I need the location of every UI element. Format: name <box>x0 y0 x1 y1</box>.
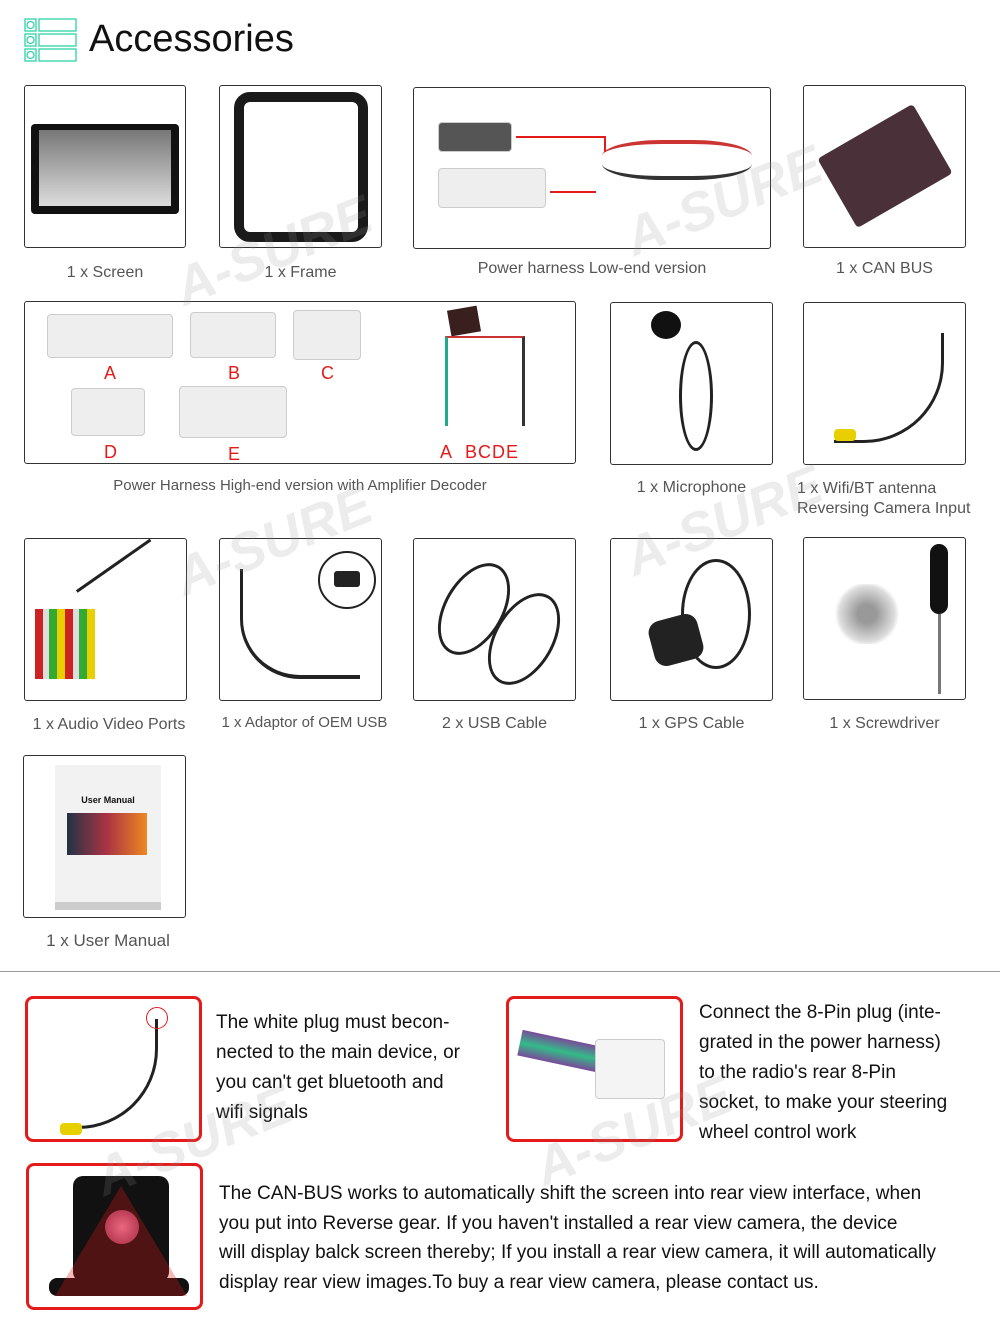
list-icon <box>24 18 77 62</box>
label-harness-a: A <box>440 442 453 462</box>
caption-av-ports: 1 x Audio Video Ports <box>32 716 186 733</box>
note-line: nected to the main device, or <box>216 1042 460 1063</box>
note-wifi-plug: The white plug must becon- nected to the… <box>216 1008 460 1128</box>
av-ports-image <box>35 609 95 679</box>
note-8pin: Connect the 8-Pin plug (inte- grated in … <box>699 998 947 1148</box>
caption-harness-low: Power harness Low-end version <box>477 260 707 277</box>
gps-card <box>610 538 773 701</box>
canbus-image <box>817 103 953 229</box>
caption-frame: 1 x Frame <box>264 264 337 281</box>
harness-low-card <box>413 87 771 249</box>
wire-bundle-image <box>602 140 752 180</box>
note-line: to the radio's rear 8-Pin <box>699 1062 896 1083</box>
8pin-plug-image <box>506 996 683 1142</box>
label-a: A <box>104 363 117 383</box>
label-e: E <box>228 444 241 464</box>
note-line: Connect the 8-Pin plug (inte- <box>699 1002 941 1023</box>
note-line: display rear view images.To buy a rear v… <box>219 1271 819 1293</box>
decoder-image <box>446 305 482 337</box>
screwdriver-image <box>930 544 948 614</box>
caption-gps: 1 x GPS Cable <box>638 715 745 732</box>
caption-user-manual: 1 x User Manual <box>46 931 170 950</box>
connector-b-image <box>190 312 276 358</box>
wire-bundle-image <box>445 336 525 426</box>
av-ports-card <box>24 538 187 701</box>
manual-cover-title: User Manual <box>81 795 135 805</box>
note-line: grated in the power harness) <box>699 1032 941 1053</box>
note-canbus: The CAN-BUS works to automatically shift… <box>219 1179 936 1297</box>
antenna-cable-image <box>834 333 944 443</box>
caption-reversing-camera-input: Reversing Camera Input <box>797 500 971 517</box>
microphone-image <box>651 311 681 339</box>
wifi-plug-image <box>25 996 202 1142</box>
note-line: you put into Reverse gear. If you haven'… <box>219 1212 898 1234</box>
note-line: you can't get bluetooth and <box>216 1072 444 1093</box>
note-line: wifi signals <box>216 1102 308 1123</box>
caption-oem-usb: 1 x Adaptor of OEM USB <box>221 714 388 731</box>
screen-image <box>31 124 179 214</box>
frame-image <box>234 92 368 242</box>
caption-screen: 1 x Screen <box>66 264 144 281</box>
label-harness-bcde: BCDE <box>465 442 520 462</box>
canbus-card <box>803 85 966 248</box>
label-d: D <box>104 442 117 462</box>
rear-camera-image <box>26 1163 203 1310</box>
note-line: wheel control work <box>699 1122 857 1143</box>
user-manual-card: User Manual <box>23 755 186 918</box>
connector-image <box>438 168 546 208</box>
frame-card <box>219 85 382 248</box>
connector-image <box>438 122 512 152</box>
oem-usb-card <box>219 538 382 701</box>
caption-usb-cable: 2 x USB Cable <box>442 715 547 732</box>
page-title: Accessories <box>89 18 294 60</box>
usb-adaptor-image <box>240 569 360 679</box>
microphone-card <box>610 302 773 465</box>
connector-d-image <box>71 388 145 436</box>
connector-e-image <box>179 386 287 438</box>
divider <box>0 971 1000 972</box>
caption-canbus: 1 x CAN BUS <box>836 260 933 277</box>
user-manual-image: User Manual <box>55 765 161 910</box>
label-b: B <box>228 363 241 383</box>
note-line: The CAN-BUS works to automatically shift… <box>219 1183 922 1204</box>
warning-icon <box>55 1186 187 1296</box>
caption-microphone: 1 x Microphone <box>636 479 747 496</box>
screen-card <box>24 85 186 248</box>
caption-harness-high: Power Harness High-end version with Ampl… <box>113 477 487 494</box>
highlight-circle <box>146 1007 168 1029</box>
label-c: C <box>321 363 334 383</box>
note-line: will display balck screen thereby; If yo… <box>219 1242 936 1263</box>
harness-high-card: A B C D E A BCDE <box>24 301 576 464</box>
caption-antenna: 1 x Wifi/BT antenna <box>797 480 937 497</box>
note-line: socket, to make your steering <box>699 1092 948 1113</box>
screws-image <box>832 584 902 644</box>
connector-a-image <box>47 314 173 358</box>
usb-cable-card <box>413 538 576 701</box>
antenna-card <box>803 302 966 465</box>
connector-c-image <box>293 310 361 360</box>
caption-screwdriver: 1 x Screwdriver <box>829 715 940 732</box>
note-line: The white plug must becon- <box>216 1012 450 1033</box>
screwdriver-card <box>803 537 966 700</box>
